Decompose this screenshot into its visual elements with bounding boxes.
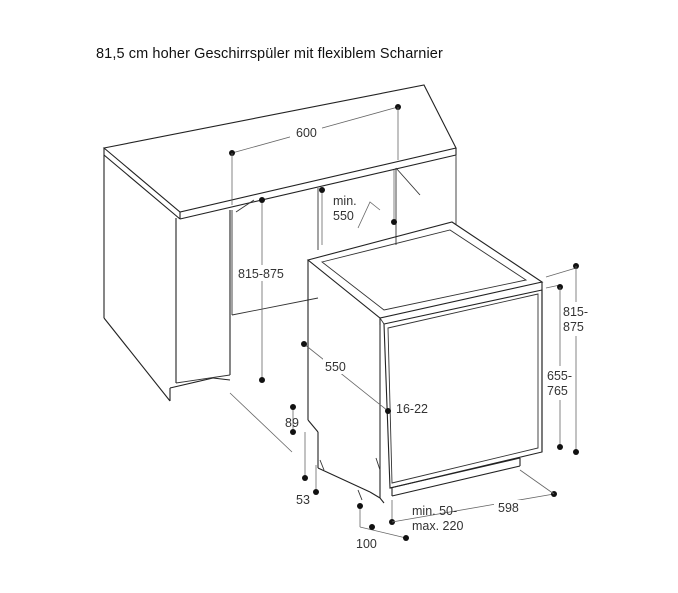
label-550-side: 550 bbox=[325, 360, 346, 374]
rear-wall-lines bbox=[231, 155, 457, 316]
label-53: 53 bbox=[296, 493, 310, 507]
dishwasher-top bbox=[306, 221, 544, 319]
label-min: min. bbox=[333, 194, 357, 208]
dimension-right bbox=[545, 263, 579, 455]
side-cabinet bbox=[103, 155, 231, 402]
label-550-top: 550 bbox=[333, 209, 354, 223]
label-100: 100 bbox=[356, 537, 377, 551]
dimension-bottom bbox=[357, 469, 557, 541]
label-600: 600 bbox=[296, 126, 317, 140]
dimension-600 bbox=[229, 104, 401, 205]
label-min-50: min. 50- bbox=[412, 504, 457, 518]
countertop bbox=[102, 84, 457, 220]
dimension-550-side bbox=[301, 341, 391, 414]
dimension-815-875-left bbox=[229, 197, 293, 453]
label-max-220: max. 220 bbox=[412, 519, 463, 533]
dishwasher-door-panel bbox=[379, 289, 543, 497]
label-655-b: 765 bbox=[547, 384, 568, 398]
dimension-89-53 bbox=[290, 404, 319, 495]
label-655-a: 655- bbox=[547, 369, 572, 383]
dishwasher-body bbox=[307, 260, 543, 504]
label-16-22: 16-22 bbox=[396, 402, 428, 416]
label-815-875-left: 815-875 bbox=[238, 267, 284, 281]
label-598: 598 bbox=[498, 501, 519, 515]
label-815-right-b: 875 bbox=[563, 320, 584, 334]
hinge-lines bbox=[319, 325, 381, 501]
dimension-min-550 bbox=[319, 170, 397, 245]
diagram-title: 81,5 cm hoher Geschirrspüler mit flexibl… bbox=[96, 46, 443, 62]
label-815-right-a: 815- bbox=[563, 305, 588, 319]
label-89: 89 bbox=[285, 416, 299, 430]
